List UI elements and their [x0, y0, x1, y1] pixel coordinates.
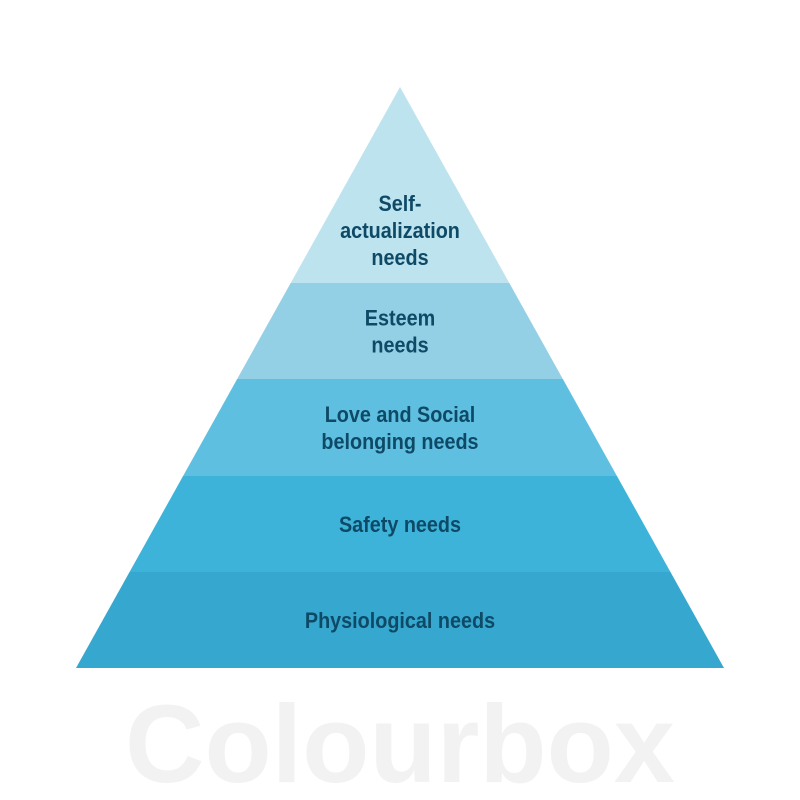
level-label-love-belonging: belonging needs: [321, 430, 478, 454]
pyramid-level-safety: [129, 476, 671, 572]
level-label-love-belonging: Love and Social: [325, 403, 476, 427]
level-label-esteem: needs: [371, 334, 428, 358]
level-label-physiological: Physiological needs: [305, 609, 495, 633]
level-label-safety: Safety needs: [339, 513, 461, 537]
level-label-self-actualization: needs: [371, 246, 428, 270]
watermark: Colourbox: [125, 683, 675, 800]
pyramid-level-self-actualization: [290, 87, 510, 283]
pyramid-level-esteem: [237, 283, 563, 379]
level-label-esteem: Esteem: [365, 307, 435, 331]
level-label-self-actualization: actualization: [340, 219, 460, 243]
pyramid-level-physiological: [76, 572, 724, 668]
level-label-self-actualization: Self-: [379, 192, 422, 216]
pyramid-level-love-belonging: [183, 379, 617, 476]
